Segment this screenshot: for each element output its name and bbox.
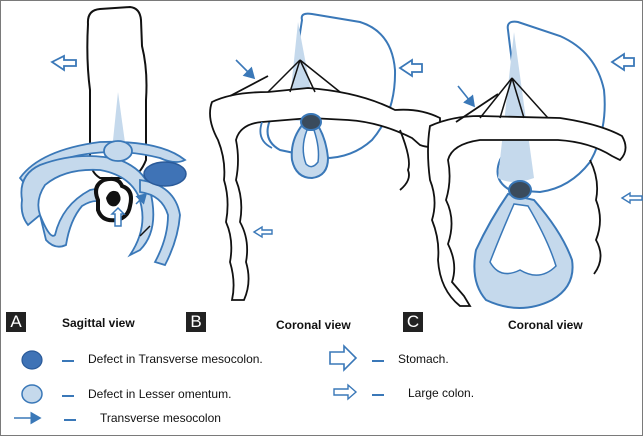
transverse-mesocolon-arrow-b [236, 60, 254, 78]
panel-a-drawing [20, 7, 186, 265]
transverse-mesocolon-defect-a [144, 162, 186, 186]
stomach-arrow-c [612, 54, 634, 70]
panel-b-letter: B [186, 312, 206, 332]
legend-large-colon: Large colon. [408, 386, 474, 400]
panel-a-view-label: Sagittal view [62, 316, 135, 330]
stomach-arrow-b [400, 60, 422, 76]
stomach-arrow-a [52, 56, 76, 70]
legend-dash-1 [62, 360, 74, 362]
transverse-mesocolon-arrow-c [458, 86, 474, 106]
panel-c-drawing [428, 22, 642, 308]
legend-defect-transverse: Defect in Transverse mesocolon. [88, 352, 263, 366]
colon-arrow-b [254, 227, 272, 237]
panel-c-letter: C [403, 312, 423, 332]
colon-loop-a [21, 156, 153, 255]
legend-colon-arrow-icon [334, 385, 356, 399]
defect-ring-b [301, 114, 321, 130]
legend-dash-2 [62, 395, 74, 397]
legend-defect-lesser: Defect in Lesser omentum. [88, 387, 231, 401]
legend-dash-5 [372, 394, 384, 396]
legend-stomach: Stomach. [398, 352, 449, 366]
panel-c-view-label: Coronal view [508, 318, 583, 332]
legend-dark-defect-icon [22, 351, 42, 369]
legend-stomach-arrow-icon [330, 346, 356, 370]
legend-transverse-mesocolon: Transverse mesocolon [100, 411, 221, 425]
panel-b-view-label: Coronal view [276, 318, 351, 332]
colon-arrow-c [622, 193, 642, 203]
lesser-omentum-defect-a [104, 141, 132, 161]
panel-b-drawing [210, 14, 440, 300]
legend-light-defect-icon [22, 385, 42, 403]
panel-a-letter: A [6, 312, 26, 332]
defect-ring-c [509, 181, 531, 199]
legend-dash-4 [372, 360, 384, 362]
legend-dash-3 [64, 419, 76, 421]
